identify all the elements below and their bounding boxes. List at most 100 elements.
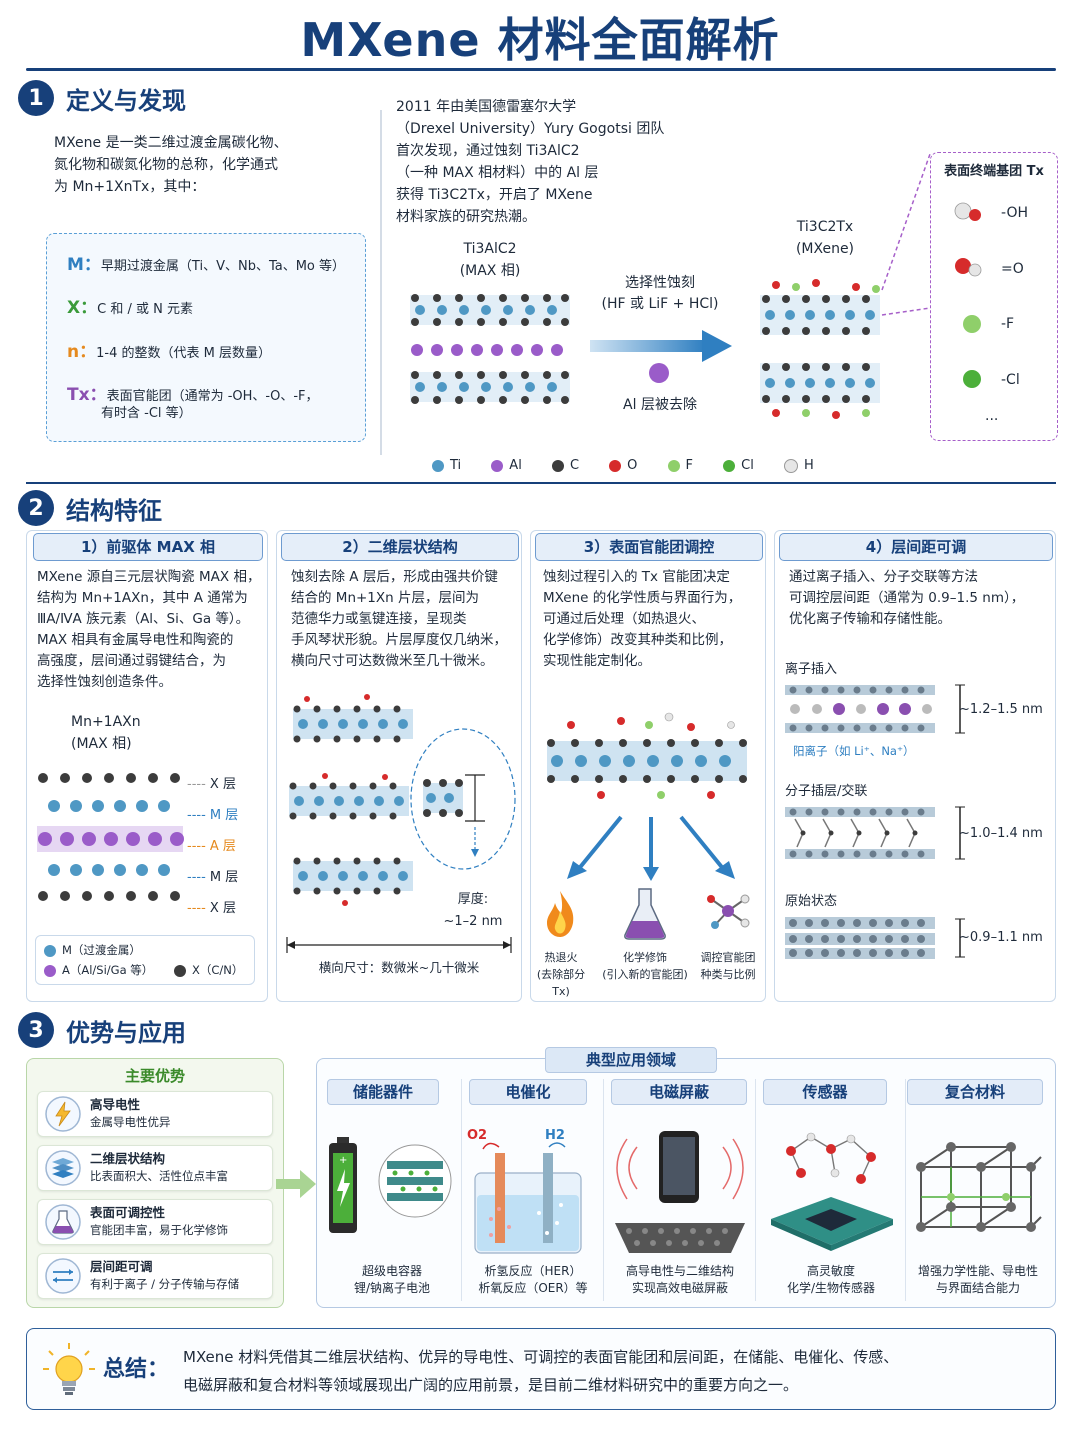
c-dot-icon (551, 459, 564, 472)
sensor-chip-icon (771, 1132, 893, 1251)
sheet-2 (289, 773, 409, 820)
definition-box: M：早期过渡金属（Ti、V、Nb、Ta、Mo 等） X：C 和 / 或 N 元素… (46, 233, 366, 442)
legend-h: H (784, 458, 814, 473)
advantages-title: 主要优势 (124, 1067, 185, 1085)
section-3-title: 优势与应用 (66, 1018, 186, 1047)
layer-label-m-bottom: ---- M 层 (187, 870, 239, 885)
intro-line-2: 氮化物和碳氮化物的总称，化学通式 (54, 157, 278, 173)
advantage-2d: 二维层状结构 比表面积大、活性位点丰富 (37, 1145, 273, 1191)
app-electrocatalysis-title: 电催化 (469, 1079, 587, 1105)
def-x-text: C 和 / 或 N 元素 (97, 302, 193, 317)
etch-label-2: (HF 或 LiF + HCl) (601, 296, 719, 312)
flame-icon (547, 891, 574, 937)
advantage-spacing: 层间距可调 有利于离子 / 分子传输与存储 (37, 1253, 273, 1299)
termination-more: ... (985, 408, 999, 424)
method-chemical: 化学修饰(引入新的官能团) (602, 951, 688, 981)
card-interlayer-spacing-title: 4）层间距可调 (779, 533, 1053, 561)
card-2d-structure: 2）二维层状结构 蚀刻去除 A 层后，形成由强共价键结合的 Mn+1Xn 片层，… (276, 530, 522, 1002)
m-dot-icon (44, 944, 56, 957)
molecule-intercalation-illustration (785, 806, 965, 860)
def-n-key: n： (67, 342, 97, 362)
flask-icon (45, 1204, 81, 1240)
advantages-to-apps-arrow-icon (276, 1170, 316, 1198)
mxene-label-phase: (MXene) (795, 241, 855, 257)
layer-label-x-bottom: ---- X 层 (187, 901, 236, 916)
app-electrocatalysis: 电催化 O2 H2 析氢反应（HER）析氧反应（OER）等 (463, 1079, 604, 1301)
advantage-2d-desc: 比表面积大、活性位点丰富 (90, 1169, 228, 1183)
title-divider (26, 68, 1056, 71)
summary-box: 总结： MXene 材料凭借其二维层状结构、优异的导电性、可调控的表面官能团和层… (26, 1328, 1056, 1410)
element-legend: Ti Al C O F Cl H (432, 457, 872, 474)
app-composites: 复合材料 增强力学性能、导电性与界面结合能力 (907, 1079, 1051, 1301)
intro-line-1: MXene 是一类二维过渡金属碳化物、 (54, 135, 288, 151)
advantage-spacing-desc: 有利于离子 / 分子传输与存储 (90, 1277, 240, 1291)
section-1-divider (380, 110, 382, 455)
app-emi-shielding-title: 电磁屏蔽 (611, 1079, 747, 1105)
layers-icon (45, 1150, 81, 1186)
app-electrocatalysis-desc: 析氢反应（HER）析氧反应（OER）等 (478, 1264, 588, 1295)
advantages-panel: 主要优势 高导电性 金属导电性优异 二维层状结构 比表面积大、活性位点丰富 表面… (26, 1058, 284, 1308)
def-tx: Tx：表面官能团（通常为 -OH、-O、-F， 有时含 -Cl 等） (67, 380, 357, 422)
card-interlayer-spacing-text: 通过离子插入、分子交联等方法可调控层间距（通常为 0.9–1.5 nm），优化离… (789, 569, 1025, 627)
page-title: MXene 材料全面解析 (300, 13, 780, 67)
discovery-line-1: 2011 年由美国德雷塞尔大学 (396, 99, 577, 115)
termination-f: -F (1001, 316, 1015, 332)
sheet-3 (293, 857, 413, 906)
spacing-molecule-range: ~1.0–1.4 nm (959, 826, 1043, 841)
section-1-bottom-rule (26, 482, 1056, 484)
max-layer-labels: ---- X 层 ---- M 层 ---- A 层 ---- M 层 ----… (187, 769, 262, 924)
method-tuning: 调控官能团种类与比例 (700, 951, 756, 981)
termination-cl: -Cl (1001, 372, 1020, 388)
oh-group-icon (954, 202, 981, 221)
legend-f: F (667, 458, 693, 473)
o-dot-icon (609, 459, 622, 472)
advantage-conductivity-desc: 金属导电性优异 (90, 1115, 171, 1129)
spacing-pristine-title: 原始状态 (785, 894, 838, 909)
mxene-structure-illustration (760, 279, 880, 419)
etch-label-1: 选择性蚀刻 (625, 275, 695, 291)
termination-callout-lines (881, 153, 931, 316)
section-3-number: 3 (18, 1012, 54, 1048)
discovery-line-6: 材料家族的研究热潮。 (396, 209, 536, 225)
def-x-key: X： (67, 298, 98, 318)
max-top-layer (410, 294, 570, 326)
max-legend: M（过渡金属） A（Al/Si/Ga 等） X（C/N） (35, 935, 255, 985)
f-dot-icon (667, 459, 680, 472)
battery-mxene-stack (378, 1144, 452, 1218)
cl-atom-icon (963, 370, 981, 388)
max-al-layer (411, 344, 563, 356)
al-atom-icon (649, 363, 669, 383)
al-dot-icon (491, 459, 504, 472)
legend-o: O (609, 458, 637, 473)
legend-al: Al (491, 458, 522, 473)
lightbulb-icon (43, 1343, 95, 1395)
spacing-pristine-range: ~0.9–1.1 nm (959, 930, 1043, 945)
app-emi-shielding-desc: 高导电性与二维结构实现高效电磁屏蔽 (625, 1264, 734, 1295)
al-removed-label: Al 层被去除 (623, 397, 697, 413)
app-sensors-title: 传感器 (763, 1079, 887, 1105)
discovery-line-5: 获得 Ti3C2Tx，开启了 MXene (396, 187, 593, 203)
a-dot-icon (44, 964, 56, 977)
max-label-formula: Ti3AlC2 (463, 241, 517, 257)
spacing-ion-title: 离子插入 (785, 662, 838, 677)
max-formula: Mn+1AXn(MAX 相) (71, 714, 141, 752)
flask-icon (624, 888, 666, 940)
discovery-text: 2011 年由美国德雷塞尔大学 （Drexel University）Yury … (396, 96, 696, 228)
h2-label: H2 (545, 1128, 565, 1143)
max-legend-m: M（过渡金属） (44, 942, 141, 959)
applications-panel: 典型应用领域 储能器件 + 超级电容器锂/钠离子电池 电催化 O2 H2 (316, 1047, 1056, 1308)
app-composites-desc: 增强力学性能、导电性与界面结合能力 (917, 1264, 1038, 1295)
card-surface-groups-title: 3）表面官能团调控 (535, 533, 763, 561)
definition-intro: MXene 是一类二维过渡金属碳化物、 氮化物和碳氮化物的总称，化学通式 为 M… (54, 132, 374, 198)
intro-line-3: 为 Mn+1XnTx，其中： (54, 179, 206, 195)
app-energy-storage: 储能器件 + 超级电容器锂/钠离子电池 (323, 1079, 462, 1301)
def-m: M：早期过渡金属（Ti、V、Nb、Ta、Mo 等） (67, 250, 357, 275)
x-dot-icon (174, 964, 186, 977)
app-energy-storage-desc: 超级电容器锂/钠离子电池 (353, 1264, 431, 1295)
def-tx-key: Tx： (67, 385, 107, 405)
section-2-number: 2 (18, 490, 54, 526)
advantage-conductivity: 高导电性 金属导电性优异 (37, 1091, 273, 1137)
composite-lattice-icon (916, 1142, 1042, 1232)
app-sensors: 传感器 高灵敏度化学/生物传感器 (757, 1079, 906, 1301)
app-emi-shielding: 电磁屏蔽 高导电性与二维结构实现高效电磁屏蔽 (605, 1079, 756, 1301)
